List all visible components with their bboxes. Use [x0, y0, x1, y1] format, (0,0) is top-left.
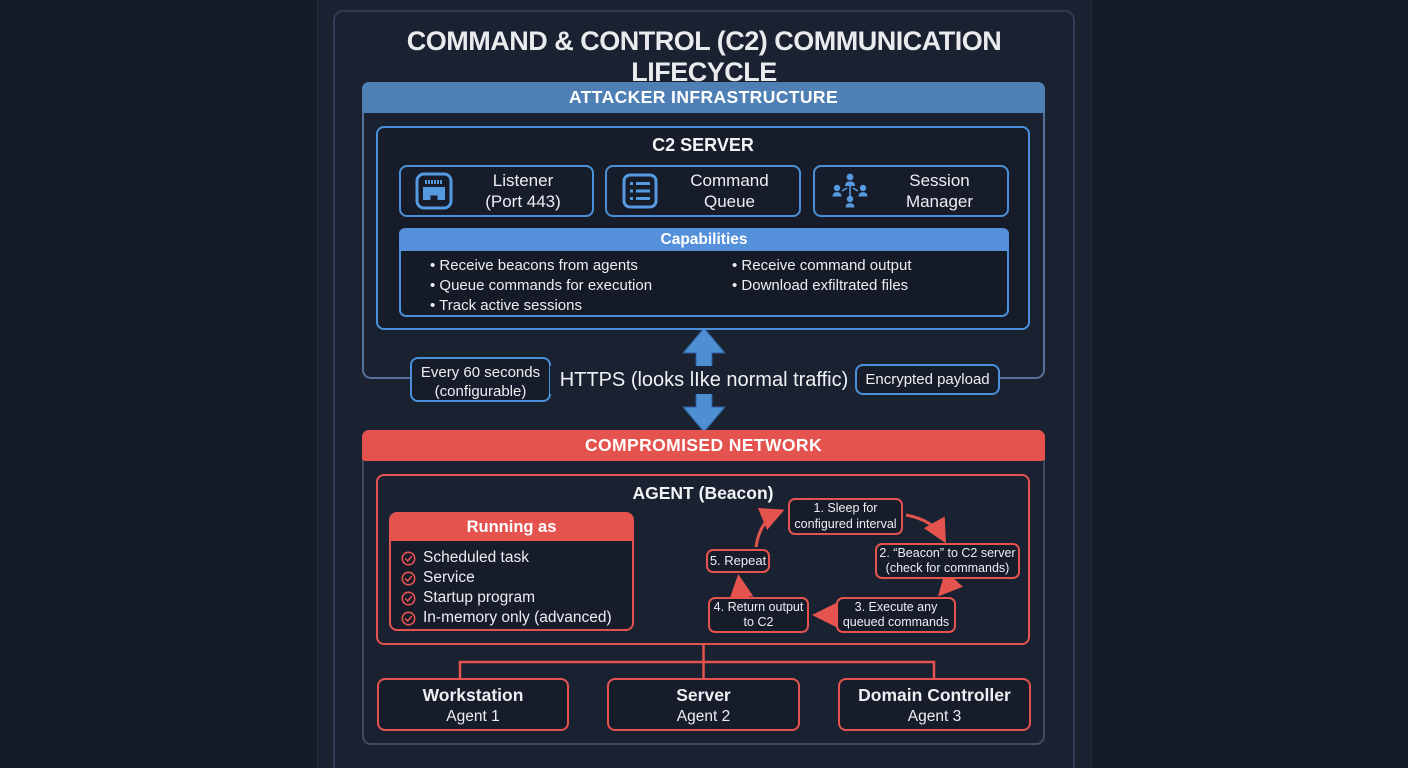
c2-server-title: C2 SERVER [652, 135, 754, 155]
encrypted-payload-box: Encrypted payload [855, 364, 1000, 395]
command-queue-box: Command Queue [605, 165, 801, 217]
cycle-step-3-box: 3. Execute any queued commands [836, 597, 956, 633]
cycle-step-4-box: 4. Return output to C2 [708, 597, 809, 633]
running-as-header: Running as [391, 514, 632, 541]
check-circle-icon [401, 611, 416, 625]
list-icon [622, 173, 658, 209]
cycle-step-2-box: 2. “Beacon” to C2 server (check for comm… [875, 543, 1020, 579]
listener-label: Listener (Port 443) [485, 171, 561, 211]
capability-item: Download exfiltrated files [732, 276, 912, 296]
attacker-infrastructure-header: ATTACKER INFRASTRUCTURE [362, 82, 1045, 113]
running-as-item: In-memory only (advanced) [401, 608, 632, 628]
slide-frame [333, 10, 1075, 768]
listener-box: Listener (Port 443) [399, 165, 594, 217]
agent-beacon-title: AGENT (Beacon) [632, 483, 774, 503]
agent-beacon-box [376, 474, 1030, 645]
capabilities-list-left: Receive beacons from agents Queue comman… [430, 256, 652, 316]
people-network-icon [832, 173, 868, 208]
command-queue-label: Command Queue [690, 171, 769, 211]
cycle-step-5-box: 5. Repeat [706, 549, 770, 573]
cycle-step-1-box: 1. Sleep for configured interval [788, 498, 903, 535]
host-server-box: Server Agent 2 [607, 678, 800, 731]
page-title: COMMAND & CONTROL (C2) COMMUNICATION LIF… [406, 26, 1002, 87]
check-circle-icon [401, 571, 416, 585]
capability-item: Track active sessions [430, 296, 652, 316]
beacon-interval-box: Every 60 seconds (configurable) [410, 357, 551, 402]
ethernet-port-icon [415, 172, 453, 210]
capability-item: Receive beacons from agents [430, 256, 652, 276]
compromised-network-header: COMPROMISED NETWORK [362, 430, 1045, 461]
host-workstation-box: Workstation Agent 1 [377, 678, 569, 731]
running-as-box: Running as Scheduled task Service [389, 512, 634, 631]
running-as-item: Startup program [401, 588, 632, 608]
host-domain-controller-box: Domain Controller Agent 3 [838, 678, 1031, 731]
compromised-network-body [362, 460, 1045, 745]
check-circle-icon [401, 591, 416, 605]
capabilities-list-right: Receive command output Download exfiltra… [732, 256, 912, 296]
session-manager-label: Session Manager [905, 171, 974, 211]
https-traffic-label: HTTPS (looks lIke normal traffic) [550, 366, 858, 394]
capabilities-body: Receive beacons from agents Queue comman… [399, 251, 1009, 317]
running-as-list: Scheduled task Service Startup program [391, 541, 632, 628]
check-circle-icon [401, 551, 416, 565]
capabilities-header: Capabilities [399, 228, 1009, 251]
running-as-item: Scheduled task [401, 548, 632, 568]
capability-item: Receive command output [732, 256, 911, 276]
capability-item: Queue commands for execution [430, 276, 652, 296]
running-as-item: Service [401, 568, 632, 588]
session-manager-box: Session Manager [813, 165, 1009, 217]
